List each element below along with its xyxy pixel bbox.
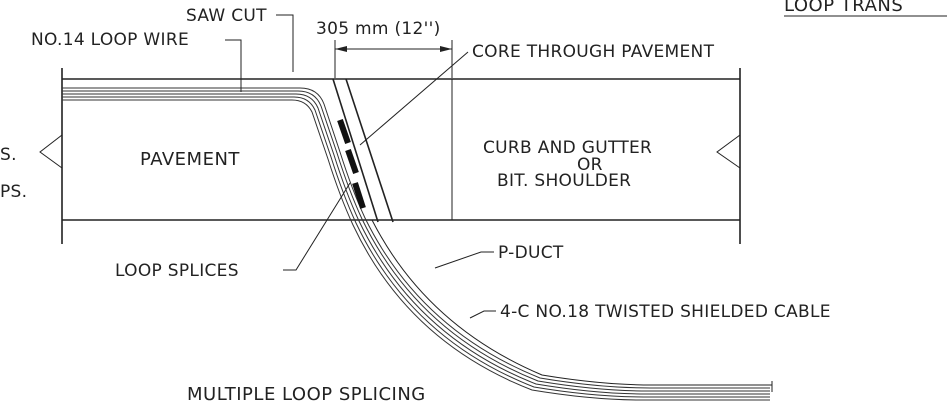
loop-wire-leader [225, 39, 242, 92]
loop-splice-markers [337, 119, 366, 209]
loop-wire-label: NO.14 LOOP WIRE [31, 30, 189, 50]
loop-splices-label: LOOP SPLICES [115, 261, 239, 281]
pavement-label: PAVEMENT [140, 149, 240, 170]
curb-label-line2: OR [577, 155, 603, 175]
splice-marker-1 [337, 119, 351, 144]
loop-wire-4 [62, 96, 770, 398]
saw-cut-leader [276, 14, 294, 72]
core-right-edge [345, 78, 394, 223]
drawing-title-fragment: LOOP TRANS [784, 0, 903, 16]
curb-label-line1: CURB AND GUTTER [483, 138, 652, 158]
p-duct-leader [434, 251, 494, 269]
splice-marker-3 [352, 182, 366, 209]
loop-splices-leader [283, 182, 351, 271]
p-duct-label: P-DUCT [498, 243, 564, 263]
cable-label: 4-C NO.18 TWISTED SHIELDED CABLE [500, 302, 831, 322]
dimension-label: 305 mm (12'') [316, 19, 441, 39]
loop-wire-1 [62, 87, 770, 389]
saw-cut-label: SAW CUT [186, 6, 267, 26]
cable-leader [469, 310, 496, 319]
left-edge-fragment-2: PS. [0, 182, 27, 202]
p-duct-outline [371, 219, 772, 386]
loop-wire-3 [62, 93, 770, 395]
splice-marker-2 [345, 149, 359, 174]
diagram-caption: MULTIPLE LOOP SPLICING [187, 384, 426, 402]
dimension-arrow-left [335, 46, 347, 52]
right-break-symbol [716, 134, 741, 169]
curb-label-line3: BIT. SHOULDER [497, 171, 631, 191]
loop-wire-2 [62, 90, 770, 392]
core-label: CORE THROUGH PAVEMENT [472, 42, 715, 62]
core-left-edge [332, 78, 379, 223]
loop-wire-5 [62, 99, 770, 401]
left-break-symbol [39, 134, 63, 169]
wire-bundle [62, 87, 773, 401]
core-leader [359, 51, 469, 146]
left-edge-fragment-1: S. [0, 145, 17, 165]
dimension-arrow-right [440, 46, 452, 52]
dimension-305mm: 305 mm (12'') [316, 19, 453, 78]
